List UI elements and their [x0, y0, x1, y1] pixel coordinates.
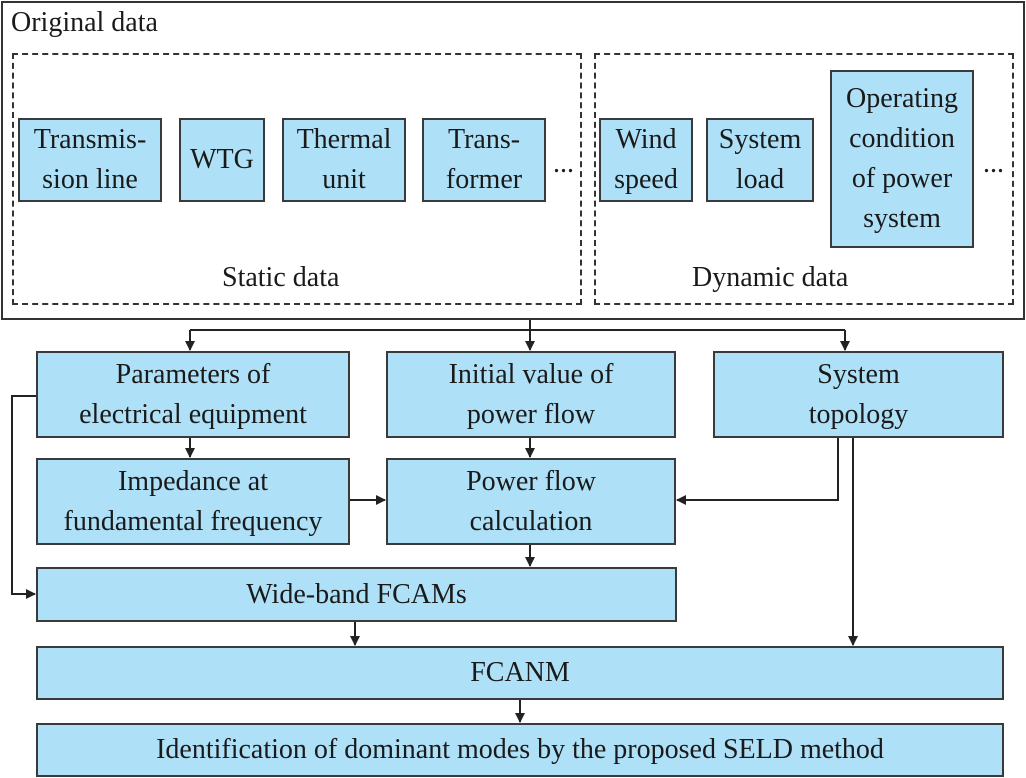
transmission-line-label-1: Transmis- [33, 124, 147, 155]
original-data-frame [1, 1, 1025, 320]
fcanm-box: FCANM [36, 646, 1004, 700]
dynamic-data-label: Dynamic data [692, 262, 849, 293]
system-load-box: System load [706, 118, 814, 202]
impedance-label-1: Impedance at [117, 465, 268, 497]
arrow-params-side-to-fcams [11, 395, 36, 599]
operating-condition-label-4: system [863, 203, 941, 234]
impedance-label-2: fundamental frequency [63, 505, 323, 537]
initial-value-label-2: power flow [466, 398, 596, 430]
dynamic-ellipsis: ... [983, 148, 1004, 179]
identification-label: Identification of dominant modes by the … [156, 734, 884, 765]
arrow-topology-to-powerflow [676, 438, 839, 505]
wide-band-fcams-box: Wide-band FCAMs [36, 567, 677, 622]
operating-condition-label-1: Operating [846, 83, 958, 114]
thermal-unit-label-1: Thermal [296, 124, 392, 155]
static-data-group [12, 53, 582, 305]
power-flow-calculation-box: Power flow calculation [386, 458, 676, 545]
parameters-label-1: Parameters of [115, 358, 271, 390]
dynamic-data-group [594, 53, 1014, 305]
parameters-label-2: electrical equipment [79, 398, 307, 430]
transformer-label-1: Trans- [447, 124, 521, 155]
thermal-unit-label-2: unit [322, 164, 366, 195]
wind-speed-box: Wind speed [599, 118, 693, 202]
power-flow-label-1: Power flow [466, 465, 596, 497]
parameters-box: Parameters of electrical equipment [36, 351, 350, 438]
transmission-line-box: Transmis- sion line [18, 118, 162, 202]
initial-value-label-1: Initial value of [448, 358, 614, 390]
identification-box: Identification of dominant modes by the … [36, 723, 1004, 777]
wtg-box: WTG [179, 118, 265, 202]
system-topology-box: System topology [713, 351, 1004, 438]
power-flow-label-2: calculation [469, 505, 593, 537]
operating-condition-box: Operating condition of power system [830, 70, 974, 248]
fcanm-label: FCANM [470, 657, 570, 688]
impedance-box: Impedance at fundamental frequency [36, 458, 350, 545]
original-data-title: Original data [11, 7, 158, 38]
wind-speed-label-1: Wind [615, 124, 677, 155]
transmission-line-label-2: sion line [42, 164, 138, 195]
initial-value-box: Initial value of power flow [386, 351, 676, 438]
wide-band-fcams-label: Wide-band FCAMs [246, 578, 467, 610]
thermal-unit-box: Thermal unit [282, 118, 406, 202]
system-load-label-2: load [735, 164, 785, 195]
system-load-label-1: System [718, 124, 802, 155]
transformer-box: Trans- former [422, 118, 546, 202]
static-data-label: Static data [222, 262, 340, 293]
wind-speed-label-2: speed [614, 164, 678, 195]
operating-condition-label-2: condition [849, 123, 955, 154]
operating-condition-label-3: of power [851, 163, 953, 194]
system-topology-label-2: topology [808, 398, 909, 430]
static-ellipsis: ... [553, 148, 574, 179]
wtg-label: WTG [190, 144, 254, 175]
transformer-label-2: former [445, 164, 523, 195]
system-topology-label-1: System [817, 358, 900, 390]
